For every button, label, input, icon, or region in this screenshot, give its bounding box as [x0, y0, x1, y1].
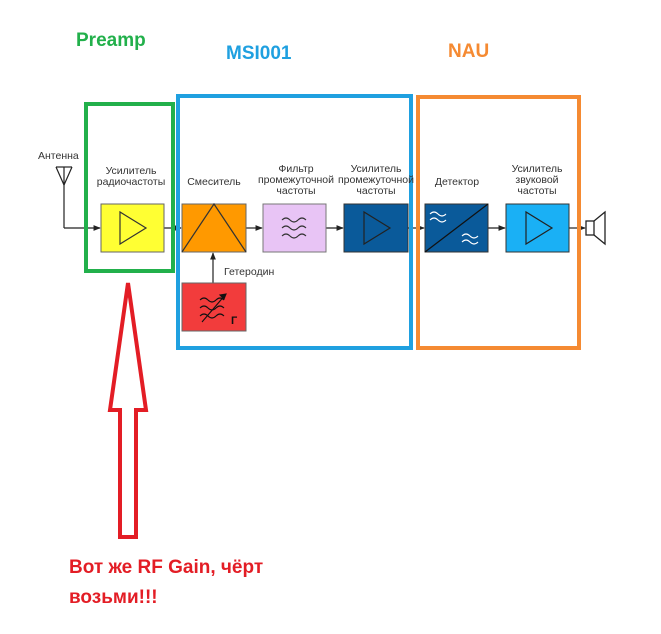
- rf-amp-rect: [100, 203, 165, 253]
- heterodyne-label: Гетеродин: [224, 266, 275, 278]
- af-amp-label-line: звуковой: [515, 174, 559, 186]
- detector-label: Детектор: [434, 176, 480, 188]
- if-amp-label-line: промежуточной: [338, 174, 414, 186]
- af-amp-label-line: частоты: [517, 185, 557, 197]
- if-filter-label-line: промежуточной: [258, 174, 334, 186]
- mixer-block: [181, 202, 247, 253]
- af-amp-rect: [505, 203, 570, 253]
- tunable-oscillator-icon: [199, 293, 227, 323]
- wave-filter-icon: [281, 217, 307, 239]
- msi001-group-box: [176, 94, 413, 350]
- triangle-amplifier-icon: [119, 210, 148, 246]
- annotation-line: Вот же RF Gain, чёрт: [69, 557, 264, 578]
- if-filter-label-line: частоты: [276, 185, 316, 197]
- af-amp-label: Усилитель звуковой частоты: [497, 164, 577, 197]
- mixer-triangle-icon: [181, 202, 247, 253]
- if-filter-rect: [262, 203, 327, 253]
- mixer-rect: [181, 203, 247, 253]
- rf-amp-label-line: Усилитель: [105, 165, 157, 177]
- oscillator-block: [181, 282, 247, 332]
- rf-amplifier-block: [100, 203, 165, 253]
- wave-filter-icon: [429, 211, 479, 245]
- preamp-title: Preamp: [76, 30, 146, 51]
- triangle-amplifier-icon: [363, 210, 392, 246]
- msi001-title: MSI001: [226, 43, 292, 64]
- triangle-amplifier-icon: [525, 210, 554, 246]
- oscillator-mark: Г: [231, 315, 238, 327]
- if-amp-rect: [343, 203, 409, 253]
- mixer-label: Смеситель: [187, 176, 241, 188]
- if-filter-label: Фильтр промежуточной частоты: [254, 164, 338, 197]
- speaker-icon: [585, 210, 606, 246]
- if-filter-block: [262, 203, 327, 253]
- rf-amp-label-line: радиочастоты: [96, 176, 166, 188]
- detector-block: [424, 203, 489, 253]
- annotation-note: Вот же RF Gain, чёрт возьми!!!: [69, 553, 369, 613]
- oscillator-rect: [181, 282, 247, 332]
- red-up-arrow-icon: [107, 282, 149, 539]
- annotation-line: возьми!!!: [69, 587, 158, 608]
- af-amp-label-line: Усилитель: [511, 163, 563, 175]
- if-amp-label: Усилитель промежуточной частоты: [334, 164, 418, 197]
- af-amplifier-block: [505, 203, 570, 253]
- antenna-icon: [55, 166, 73, 228]
- if-amp-label-line: частоты: [356, 185, 396, 197]
- preamp-group-box: [84, 102, 175, 273]
- rf-amp-label: Усилитель радиочастоты: [86, 166, 176, 188]
- if-amplifier-block: [343, 203, 409, 253]
- nau-title: NAU: [448, 41, 490, 62]
- antenna-label: Антенна: [38, 150, 79, 162]
- nau-group-box: [416, 95, 581, 350]
- if-amp-label-line: Усилитель: [350, 163, 402, 175]
- if-filter-label-line: Фильтр: [278, 163, 314, 175]
